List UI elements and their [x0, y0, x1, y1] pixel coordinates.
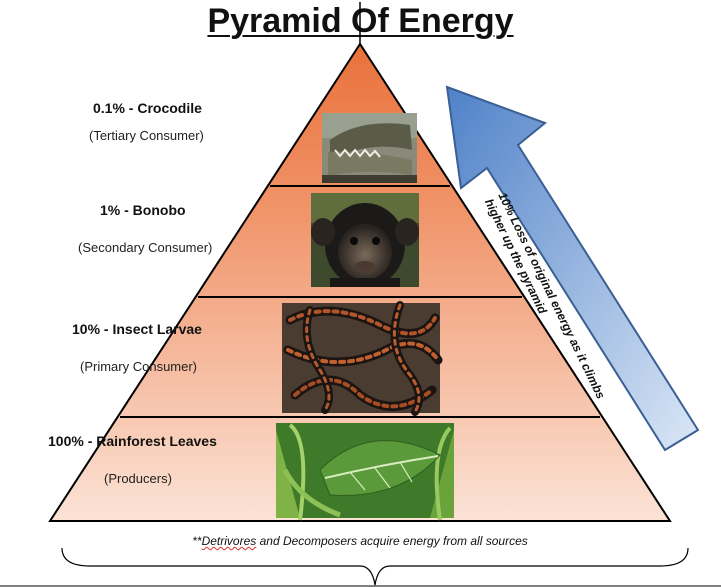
- leaves-icon: [276, 423, 454, 521]
- note-prefix: **: [192, 534, 202, 548]
- crocodile-icon: [322, 113, 417, 183]
- level-name-larvae: 10% - Insect Larvae: [72, 321, 202, 337]
- energy-loss-arrow: [445, 85, 700, 452]
- level-role-larvae: (Primary Consumer): [80, 359, 198, 374]
- level-role-bonobo: (Secondary Consumer): [78, 240, 213, 255]
- level-role-crocodile: (Tertiary Consumer): [89, 128, 204, 143]
- decomposer-note: **Detrivores and Decomposers acquire ene…: [60, 534, 660, 548]
- level-role-leaves: (Producers): [104, 471, 172, 486]
- bonobo-icon: [311, 193, 419, 287]
- level-name-bonobo: 1% - Bonobo: [100, 202, 186, 218]
- note-rest: and Decomposers acquire energy from all …: [256, 534, 528, 548]
- bottom-brace: [61, 547, 689, 586]
- note-squiggle-word: Detrivores: [201, 534, 257, 548]
- larvae-icon: [282, 301, 443, 416]
- level-name-crocodile: 0.1% - Crocodile: [93, 100, 202, 116]
- level-name-leaves: 100% - Rainforest Leaves: [48, 433, 217, 449]
